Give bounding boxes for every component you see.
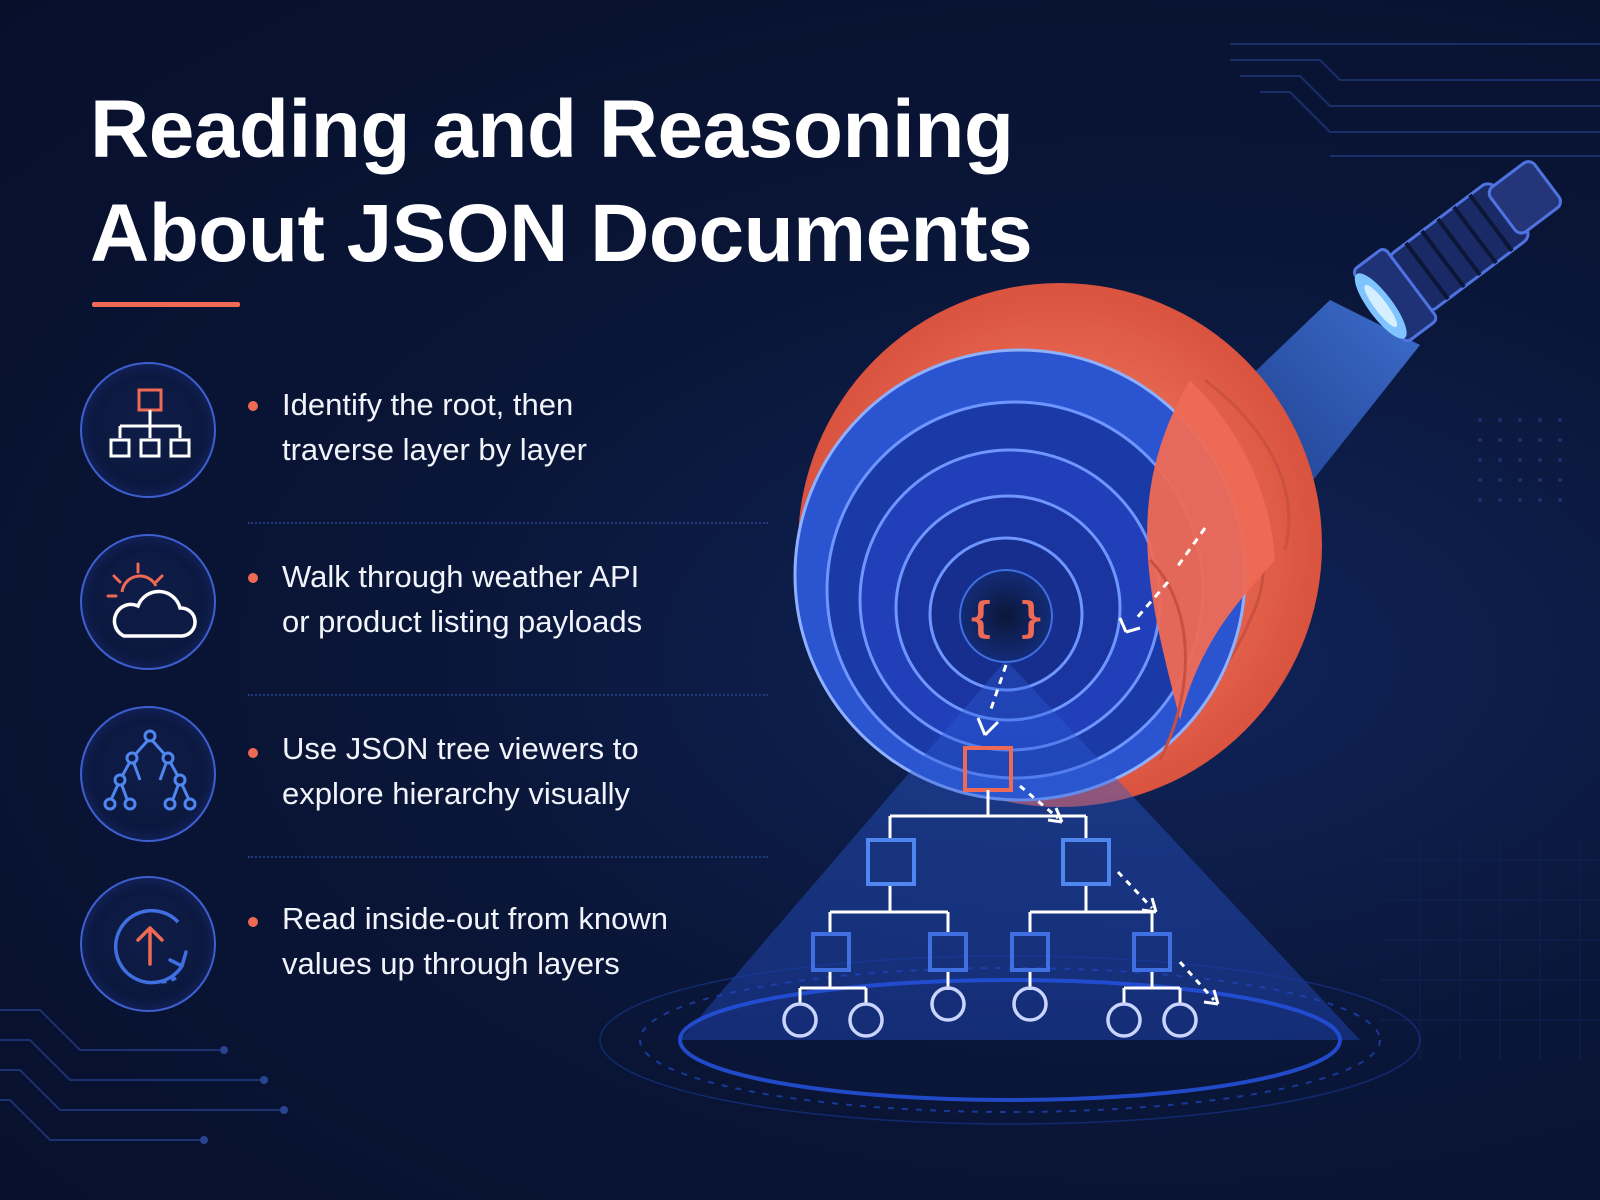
- tree-node: [866, 838, 916, 886]
- bullet-dot: [248, 401, 258, 411]
- title-line-1: Reading and Reasoning: [90, 84, 1014, 175]
- tree-node: [1061, 838, 1111, 886]
- feature-text-line-1: Use JSON tree viewers to: [282, 731, 639, 766]
- bullet-dot: [248, 917, 258, 927]
- flashlight-icon: [1352, 160, 1562, 343]
- json-tree-diagram: [782, 664, 1220, 1038]
- tree-node: [1010, 932, 1050, 972]
- feature-text-line-1: Walk through weather API: [282, 559, 640, 594]
- tree-leaf: [782, 1002, 818, 1038]
- json-braces-symbol: { }: [968, 593, 1044, 642]
- feature-item-inside-out: Read inside-out from known values up thr…: [80, 876, 720, 1016]
- tree-leaf: [1012, 986, 1048, 1022]
- tree-leaf: [930, 986, 966, 1022]
- divider: [248, 522, 768, 524]
- divider: [248, 856, 768, 858]
- hierarchy-icon: [80, 362, 216, 498]
- feature-text-line-1: Read inside-out from known: [282, 901, 668, 936]
- weather-icon: [80, 534, 216, 670]
- inside-out-icon: [80, 876, 216, 1012]
- bullet-dot: [248, 748, 258, 758]
- feature-text-line-2: or product listing payloads: [282, 604, 643, 639]
- feature-text: Read inside-out from known values up thr…: [282, 896, 722, 986]
- feature-text-line-2: explore hierarchy visually: [282, 776, 631, 811]
- feature-text: Use JSON tree viewers to explore hierarc…: [282, 726, 722, 816]
- page-title: Reading and Reasoning About JSON Documen…: [90, 78, 1190, 286]
- feature-text: Walk through weather API or product list…: [282, 554, 722, 644]
- tree-leaf: [1162, 1002, 1198, 1038]
- tree-leaf: [1106, 1002, 1142, 1038]
- feature-text: Identify the root, then traverse layer b…: [282, 382, 722, 472]
- feature-text-line-2: values up through layers: [282, 946, 620, 981]
- feature-item-root-traversal: Identify the root, then traverse layer b…: [80, 362, 720, 502]
- tree-node: [811, 932, 851, 972]
- tree-viewer-icon: [80, 706, 216, 842]
- tree-node: [928, 932, 968, 972]
- divider: [248, 694, 768, 696]
- title-underline: [92, 302, 240, 307]
- feature-text-line-2: traverse layer by layer: [282, 432, 587, 467]
- feature-text-line-1: Identify the root, then: [282, 387, 574, 422]
- title-line-2: About JSON Documents: [90, 188, 1033, 279]
- tree-leaf: [848, 1002, 884, 1038]
- tree-node: [1132, 932, 1172, 972]
- feature-item-weather-api: Walk through weather API or product list…: [80, 534, 720, 674]
- bullet-dot: [248, 573, 258, 583]
- light-cone: [680, 660, 1360, 1040]
- feature-item-tree-viewers: Use JSON tree viewers to explore hierarc…: [80, 706, 720, 846]
